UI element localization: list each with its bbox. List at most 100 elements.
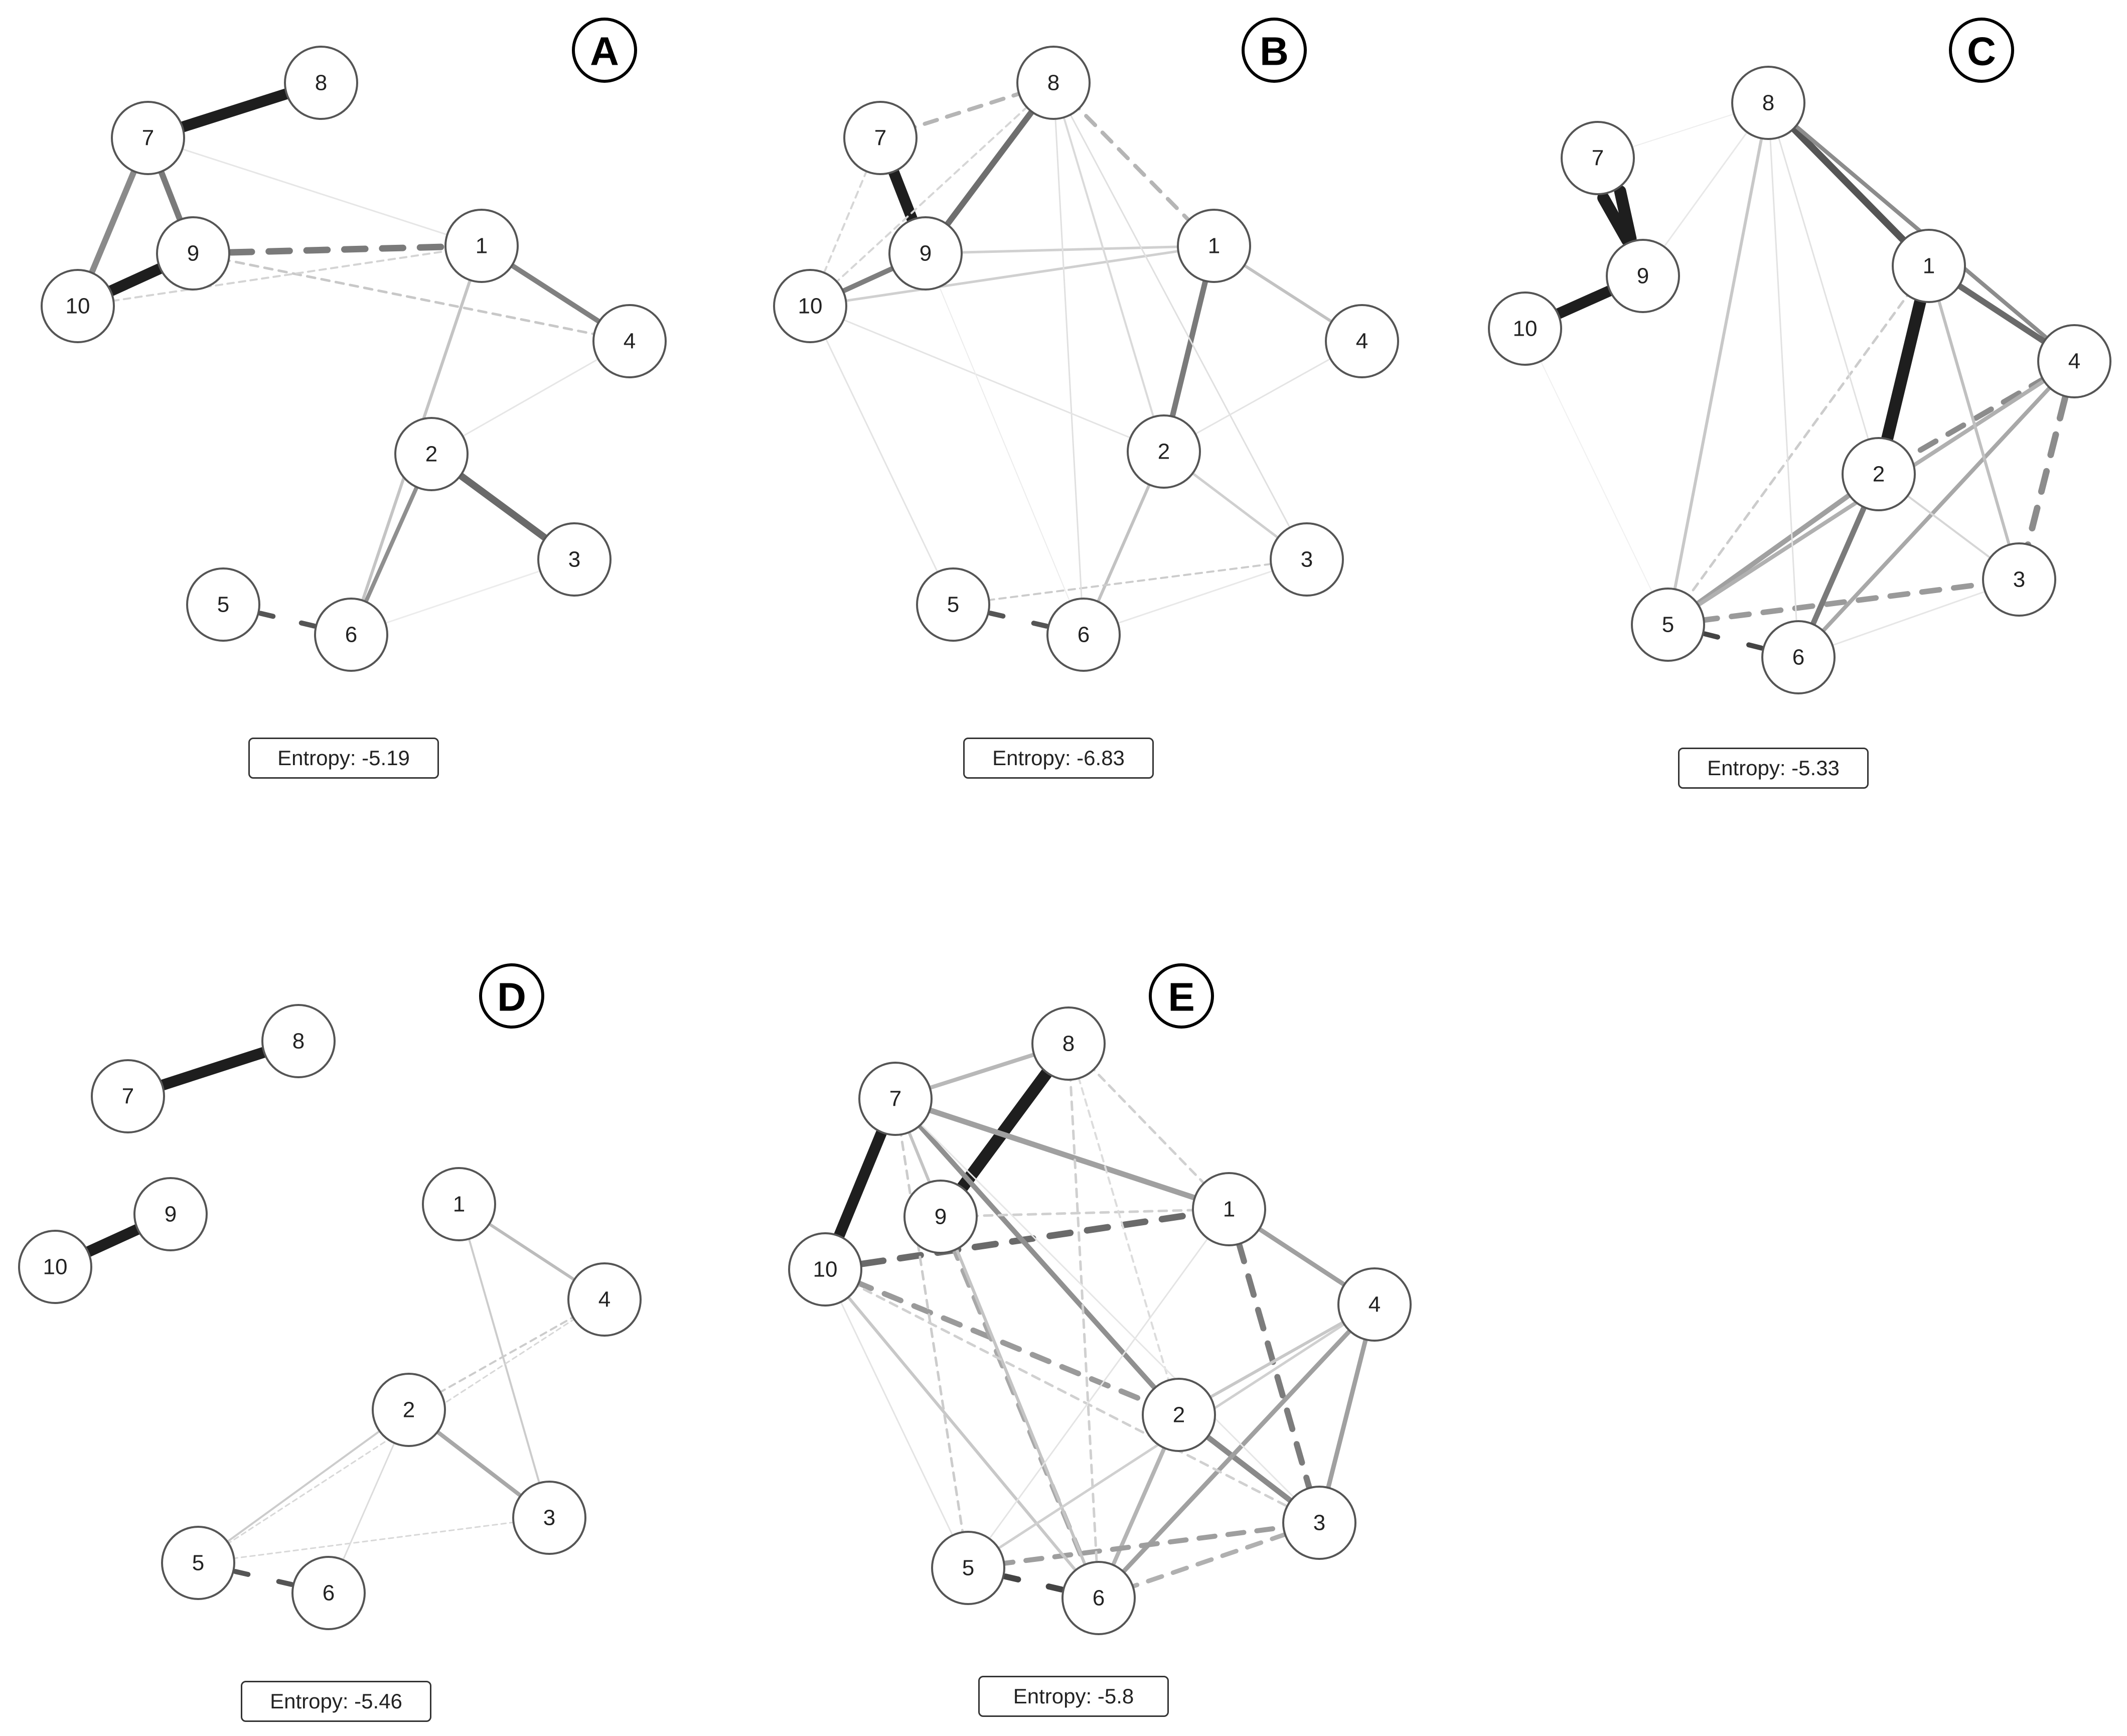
node-circle <box>1142 1378 1216 1452</box>
node-circle <box>1731 66 1805 140</box>
badge-circle <box>479 963 544 1029</box>
node-5: 5 <box>916 567 990 642</box>
edge-5-6-stub-1 <box>233 1569 251 1577</box>
node-label: 6 <box>345 623 357 647</box>
edge-6-3 <box>1096 1520 1322 1601</box>
node-circle <box>1631 588 1705 662</box>
node-label: 5 <box>217 593 229 617</box>
node-circle <box>314 598 388 672</box>
node-label: 8 <box>1762 91 1774 115</box>
node-label: 6 <box>1093 1586 1105 1611</box>
node-label: 9 <box>920 241 932 266</box>
node-10: 10 <box>1488 292 1562 366</box>
edge-8-10 <box>809 82 1054 307</box>
edge-7-5 <box>894 1097 970 1569</box>
edge-6-3 <box>1797 578 2020 658</box>
entropy-label-a: Entropy: -5.19 <box>248 738 439 779</box>
node-2: 2 <box>1127 414 1201 489</box>
node-circle <box>1892 229 1966 303</box>
node-label: 3 <box>2013 567 2025 592</box>
node-6: 6 <box>1046 598 1121 672</box>
node-label: 10 <box>798 294 823 319</box>
edge-7-6 <box>894 1097 1100 1600</box>
node-circle <box>1606 239 1680 313</box>
panel-badge-b: B <box>1242 18 1307 83</box>
edge-5-6-stub-1 <box>988 611 1006 619</box>
node-9: 9 <box>156 216 230 291</box>
node-4: 4 <box>567 1262 642 1337</box>
edge-10-5 <box>1525 328 1668 625</box>
node-4: 4 <box>1337 1267 1412 1342</box>
edge-4-2 <box>430 340 631 455</box>
edge-7-3 <box>894 1098 1320 1524</box>
edge-2-5 <box>197 1409 410 1564</box>
edge-1-5 <box>967 1208 1230 1569</box>
node-label: 4 <box>1369 1292 1381 1317</box>
edge-8-1 <box>1067 1042 1231 1211</box>
node-circle <box>1982 542 2056 617</box>
node-3: 3 <box>1270 522 1344 597</box>
node-circle <box>111 101 185 175</box>
node-label: 5 <box>192 1551 204 1575</box>
edge-7-1 <box>892 1096 1232 1212</box>
edge-8-1 <box>1765 99 1932 269</box>
node-10: 10 <box>788 1232 862 1307</box>
node-3: 3 <box>1282 1486 1356 1560</box>
node-1: 1 <box>1177 209 1251 283</box>
node-5: 5 <box>931 1531 1005 1605</box>
node-label: 8 <box>292 1029 305 1054</box>
node-label: 2 <box>1873 462 1885 487</box>
node-circle <box>1282 1486 1356 1560</box>
edge-10-2 <box>809 305 1165 453</box>
edge-5-3 <box>197 1517 550 1564</box>
node-circle <box>291 1556 366 1630</box>
node-label: 3 <box>1313 1511 1325 1535</box>
edge-10-5 <box>809 305 954 606</box>
edge-4-6 <box>1796 359 2076 659</box>
edge-10-3 <box>824 1268 1321 1524</box>
badge-circle <box>1242 18 1307 83</box>
edge-8-2 <box>1068 1043 1180 1416</box>
node-7: 7 <box>91 1059 165 1133</box>
edge-4-6 <box>1096 1302 1377 1601</box>
node-7: 7 <box>1561 121 1635 195</box>
node-circle <box>1192 1172 1266 1246</box>
node-circle <box>1561 121 1635 195</box>
node-8: 8 <box>1016 46 1091 120</box>
node-circle <box>592 304 667 378</box>
node-label: 7 <box>142 126 154 151</box>
edge-5-3 <box>952 558 1308 606</box>
node-circle <box>41 269 115 343</box>
node-circle <box>133 1177 208 1251</box>
node-label: 8 <box>315 71 327 95</box>
node-8: 8 <box>1731 66 1805 140</box>
node-circle <box>91 1059 165 1133</box>
node-circle <box>1127 414 1201 489</box>
node-label: 2 <box>403 1398 415 1422</box>
edge-8-1 <box>1051 81 1216 248</box>
badge-letter: A <box>590 29 619 74</box>
node-8: 8 <box>284 46 358 120</box>
edge-8-6 <box>1052 82 1085 636</box>
node-3: 3 <box>537 522 612 597</box>
entropy-label-b: Entropy: -6.83 <box>963 738 1154 779</box>
badge-circle <box>1149 963 1214 1029</box>
edge-8-5 <box>1666 101 1770 626</box>
panel-badge-a: A <box>572 18 637 83</box>
node-10: 10 <box>773 269 847 343</box>
node-circle <box>1046 598 1121 672</box>
edge-1-5 <box>1666 264 1930 626</box>
node-10: 10 <box>18 1230 92 1304</box>
edge-7-9-part-2 <box>1614 185 1637 245</box>
node-6: 6 <box>314 598 388 672</box>
node-circle <box>161 1526 235 1600</box>
edge-5-6-stub-1 <box>257 611 276 619</box>
node-1: 1 <box>422 1167 496 1241</box>
node-1: 1 <box>1192 1172 1266 1246</box>
edge-8-6 <box>1767 102 1799 658</box>
